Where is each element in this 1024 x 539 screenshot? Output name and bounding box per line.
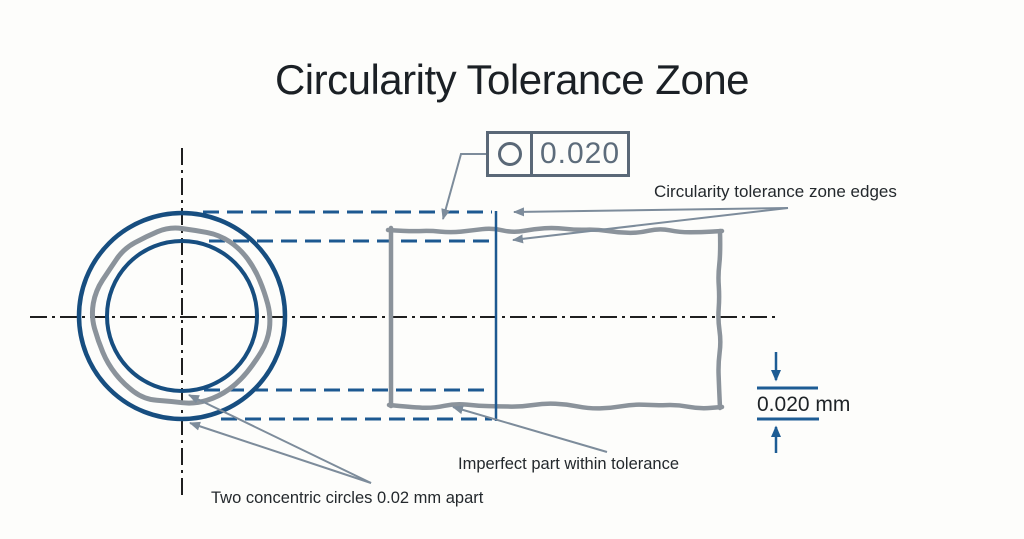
label-concentric-circles: Two concentric circles 0.02 mm apart bbox=[211, 489, 484, 507]
imperfect-part-circle bbox=[89, 225, 273, 406]
fcf-leader bbox=[441, 153, 486, 220]
page-title: Circularity Tolerance Zone bbox=[274, 56, 750, 103]
label-dimension-value: 0.020 mm bbox=[757, 393, 851, 416]
feature-control-frame: 0.020 bbox=[486, 131, 630, 177]
tolerance-zone-dashed-lines bbox=[203, 210, 492, 421]
fcf-symbol-cell bbox=[489, 134, 533, 174]
part-right-edge bbox=[716, 228, 723, 411]
label-tolerance-zone-edges: Circularity tolerance zone edges bbox=[654, 182, 897, 201]
part-side-view bbox=[385, 225, 725, 411]
centerlines bbox=[30, 148, 780, 497]
fcf-tolerance-value: 0.020 bbox=[539, 137, 621, 170]
outer-tolerance-circle bbox=[76, 210, 288, 422]
edge-leader-lower bbox=[512, 207, 789, 244]
imperfect-leader bbox=[452, 405, 608, 453]
dimension-callout bbox=[757, 352, 819, 453]
label-imperfect-part: Imperfect part within tolerance bbox=[458, 455, 680, 473]
part-bottom-edge bbox=[386, 401, 725, 411]
tolerance-circles bbox=[76, 210, 288, 422]
circles-leader-outer bbox=[189, 421, 372, 484]
circles-leader-inner bbox=[188, 394, 372, 484]
edge-leader-upper bbox=[513, 207, 789, 217]
part-top-edge bbox=[385, 225, 725, 236]
circularity-symbol-icon bbox=[497, 142, 522, 166]
inner-tolerance-circle bbox=[105, 239, 259, 393]
leader-lines bbox=[188, 153, 789, 484]
